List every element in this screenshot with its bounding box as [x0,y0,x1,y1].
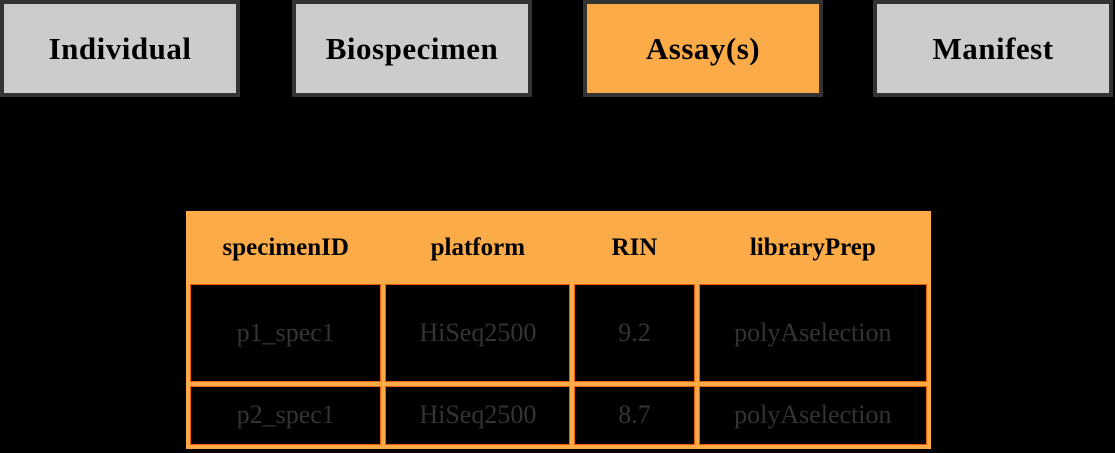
table-header-row: specimenID platform RIN libraryPrep [190,215,927,280]
column-header-rin: RIN [611,233,658,261]
cell-platform: HiSeq2500 [385,284,571,382]
cell-libraryprep: polyAselection [698,284,927,382]
cell-platform: HiSeq2500 [385,385,571,445]
tab-biospecimen[interactable]: Biospecimen [292,0,532,97]
cell-rin: 9.2 [574,284,695,382]
tab-assays[interactable]: Assay(s) [583,0,823,97]
tab-manifest-label: Manifest [932,30,1054,66]
cell-specimenid: p2_spec1 [190,385,382,445]
tab-individual-label: Individual [48,30,192,66]
tab-manifest[interactable]: Manifest [873,0,1113,97]
column-header-platform: platform [430,233,526,261]
table-row: p1_spec1 HiSeq2500 9.2 polyAselection [190,284,927,382]
tab-individual[interactable]: Individual [0,0,240,97]
assay-metadata-table: specimenID platform RIN libraryPrep p1_s… [186,211,931,449]
cell-specimenid: p1_spec1 [190,284,382,382]
cell-rin: 8.7 [574,385,695,445]
cell-libraryprep: polyAselection [698,385,927,445]
tab-biospecimen-label: Biospecimen [325,30,499,66]
column-header-libraryprep: libraryPrep [749,233,876,261]
table-row: p2_spec1 HiSeq2500 8.7 polyAselection [190,385,927,445]
column-header-specimenid: specimenID [222,233,349,261]
tab-assays-label: Assay(s) [645,30,761,66]
